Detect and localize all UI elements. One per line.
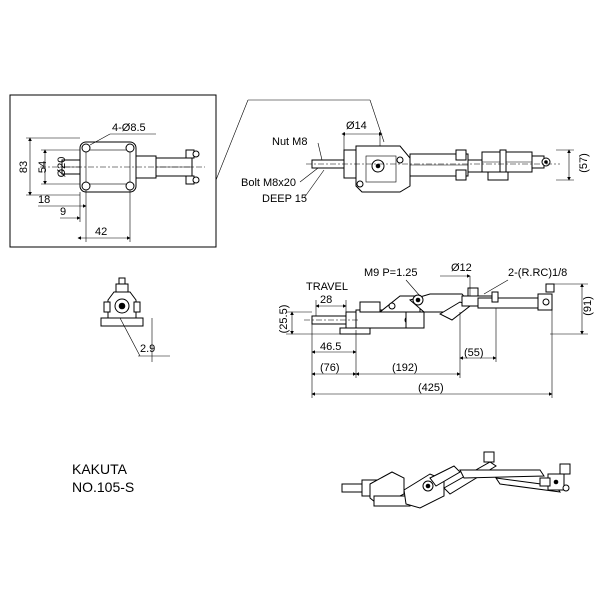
travel-label: TRAVEL [306, 281, 348, 293]
mount-hole [125, 181, 135, 191]
dim-55: (55) [464, 347, 484, 359]
dim-2-9: 2.9 [140, 343, 155, 355]
phi14-label: Ø14 [346, 120, 367, 132]
model-number: NO.105-S [72, 479, 134, 495]
dim-192: (192) [392, 362, 418, 374]
dim-9: 9 [60, 206, 66, 218]
dim-91: (91) [582, 296, 594, 316]
mount-hole [125, 143, 135, 153]
mount-hole [81, 181, 91, 191]
bolt-label: Bolt M8x20 [241, 177, 296, 189]
thread-label: M9 P=1.25 [364, 267, 418, 279]
detail-body [311, 145, 551, 193]
dim-54: 54 [37, 161, 49, 173]
dim-46-5: 46.5 [320, 341, 341, 353]
side-body [311, 283, 555, 335]
dim-425: (425) [418, 382, 444, 394]
dim-18: 18 [38, 194, 50, 206]
side-view: TRAVEL 28 M9 P=1.25 Ø12 2-(R.RC)1/8 (91)… [278, 262, 594, 398]
phi12-label: Ø12 [451, 262, 472, 274]
top-view: 83 54 Ø20 4-Ø8.5 18 9 42 [9, 94, 217, 248]
mount-hole [81, 143, 91, 153]
dim-phi20: Ø20 [56, 157, 68, 178]
dim-28: 28 [320, 294, 332, 306]
nut-label: Nut M8 [272, 136, 307, 148]
deep-label: DEEP 15 [262, 193, 307, 205]
dim-57: (57) [578, 153, 590, 173]
end-view: 2.9 [100, 277, 170, 362]
detail-view: Nut M8 Ø14 Bolt M8x20 DEEP 15 (57) [241, 120, 590, 205]
dim-83: 83 [18, 161, 30, 173]
top-view-frame [9, 94, 217, 248]
dim-76: (76) [320, 362, 340, 374]
maker-name: KAKUTA [72, 461, 128, 477]
dim-42: 42 [95, 226, 107, 238]
port-label: 2-(R.RC)1/8 [508, 267, 567, 279]
dim-25-5: (25.5) [278, 305, 290, 334]
hole-label: 4-Ø8.5 [112, 122, 146, 134]
perspective-view [341, 451, 571, 509]
